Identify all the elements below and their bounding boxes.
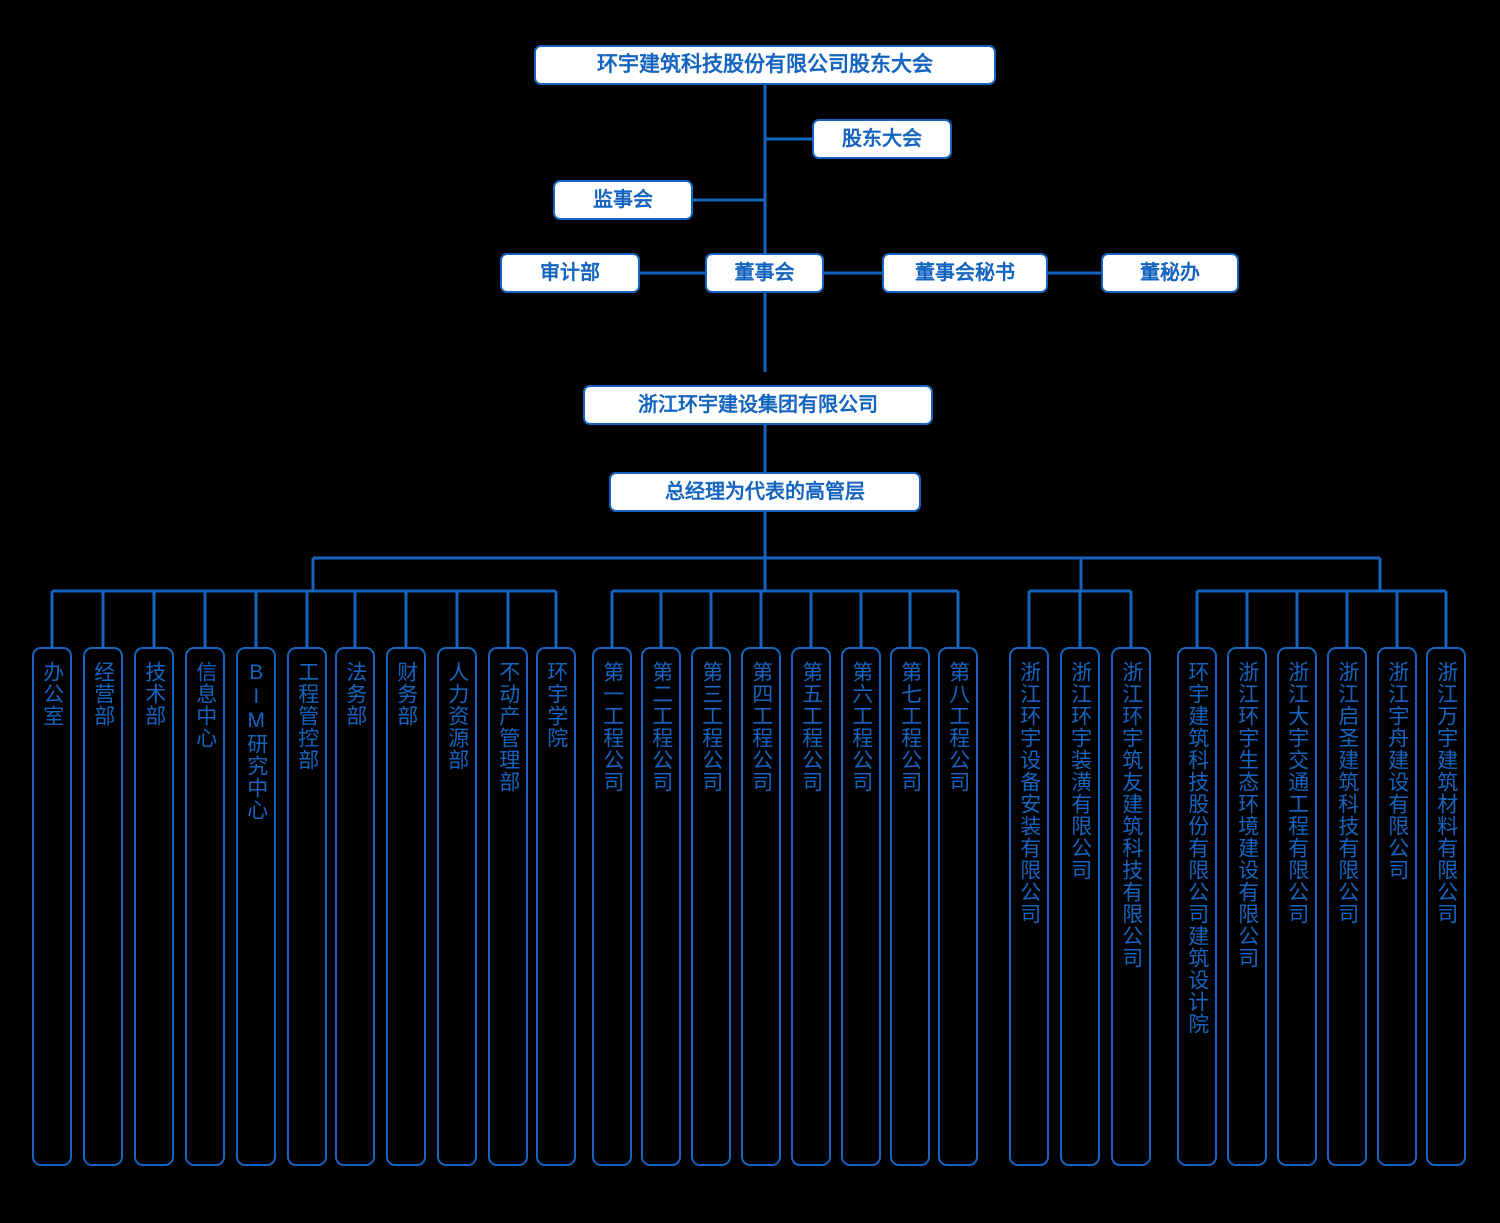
leaf-label: BIM研究中心 [244, 661, 268, 821]
leaf-box[interactable]: BIM研究中心 [236, 647, 276, 1166]
node-group-company[interactable]: 浙江环宇建设集团有限公司 [583, 385, 933, 425]
leaf-label: 第五工程公司 [799, 661, 823, 793]
leaf-label: 浙江启圣建筑科技有限公司 [1335, 661, 1359, 925]
leaf-box[interactable]: 第二工程公司 [641, 647, 681, 1166]
leaf-box[interactable]: 办公室 [32, 647, 72, 1166]
node-shareholders-general-meeting-root[interactable]: 环宇建筑科技股份有限公司股东大会 [534, 45, 996, 85]
leaf-label: 法务部 [343, 661, 367, 727]
leaf-label: 第七工程公司 [898, 661, 922, 793]
leaf-box[interactable]: 第八工程公司 [938, 647, 978, 1166]
leaf-box[interactable]: 浙江宇舟建设有限公司 [1377, 647, 1417, 1166]
leaf-box[interactable]: 浙江环宇装潢有限公司 [1060, 647, 1100, 1166]
leaf-box[interactable]: 法务部 [335, 647, 375, 1166]
node-board-secretary[interactable]: 董事会秘书 [882, 253, 1048, 293]
leaf-label: 第三工程公司 [699, 661, 723, 793]
leaf-label: 工程管控部 [295, 661, 319, 771]
leaf-box[interactable]: 第五工程公司 [791, 647, 831, 1166]
node-board-secretary-office[interactable]: 董秘办 [1101, 253, 1239, 293]
leaf-label: 第八工程公司 [946, 661, 970, 793]
leaf-box[interactable]: 经营部 [83, 647, 123, 1166]
leaf-label: 浙江宇舟建设有限公司 [1385, 661, 1409, 881]
leaf-box[interactable]: 浙江环宇生态环境建设有限公司 [1227, 647, 1267, 1166]
leaf-box[interactable]: 技术部 [134, 647, 174, 1166]
leaf-label: 第六工程公司 [849, 661, 873, 793]
leaf-box[interactable]: 信息中心 [185, 647, 225, 1166]
leaf-box[interactable]: 第七工程公司 [890, 647, 930, 1166]
leaf-label: 浙江环宇装潢有限公司 [1068, 661, 1092, 881]
node-board-of-directors[interactable]: 董事会 [705, 253, 824, 293]
leaf-label: 经营部 [91, 661, 115, 727]
node-supervisory-board[interactable]: 监事会 [553, 180, 693, 220]
leaf-label: 浙江大宇交通工程有限公司 [1285, 661, 1309, 925]
leaf-box[interactable]: 第三工程公司 [691, 647, 731, 1166]
leaf-box[interactable]: 不动产管理部 [488, 647, 528, 1166]
node-audit-department[interactable]: 审计部 [500, 253, 640, 293]
leaf-box[interactable]: 财务部 [386, 647, 426, 1166]
leaf-label: 浙江环宇设备安装有限公司 [1017, 661, 1041, 925]
leaf-label: 财务部 [394, 661, 418, 727]
leaf-label: 环宇建筑科技股份有限公司建筑设计院 [1185, 661, 1209, 1035]
leaf-label: 不动产管理部 [496, 661, 520, 793]
leaf-box[interactable]: 工程管控部 [287, 647, 327, 1166]
leaf-label: 人力资源部 [445, 661, 469, 771]
leaf-box[interactable]: 环宇学院 [536, 647, 576, 1166]
node-shareholders-meeting[interactable]: 股东大会 [812, 119, 952, 159]
node-executive-layer[interactable]: 总经理为代表的高管层 [609, 472, 921, 512]
leaf-box[interactable]: 浙江万宇建筑材料有限公司 [1426, 647, 1466, 1166]
leaf-box[interactable]: 浙江启圣建筑科技有限公司 [1327, 647, 1367, 1166]
leaf-label: 第一工程公司 [600, 661, 624, 793]
leaf-label: 浙江环宇筑友建筑科技有限公司 [1119, 661, 1143, 969]
leaf-box[interactable]: 环宇建筑科技股份有限公司建筑设计院 [1177, 647, 1217, 1166]
leaf-box[interactable]: 第四工程公司 [741, 647, 781, 1166]
leaf-box[interactable]: 浙江环宇设备安装有限公司 [1009, 647, 1049, 1166]
leaf-box[interactable]: 浙江大宇交通工程有限公司 [1277, 647, 1317, 1166]
leaf-box[interactable]: 浙江环宇筑友建筑科技有限公司 [1111, 647, 1151, 1166]
leaf-label: 技术部 [142, 661, 166, 727]
leaf-label: 信息中心 [193, 661, 217, 749]
leaf-label: 第二工程公司 [649, 661, 673, 793]
leaf-label: 浙江环宇生态环境建设有限公司 [1235, 661, 1259, 969]
leaf-label: 办公室 [40, 661, 64, 727]
leaf-box[interactable]: 第六工程公司 [841, 647, 881, 1166]
leaf-box[interactable]: 人力资源部 [437, 647, 477, 1166]
leaf-box[interactable]: 第一工程公司 [592, 647, 632, 1166]
leaf-label: 第四工程公司 [749, 661, 773, 793]
leaf-label: 环宇学院 [544, 661, 568, 749]
leaf-label: 浙江万宇建筑材料有限公司 [1434, 661, 1458, 925]
